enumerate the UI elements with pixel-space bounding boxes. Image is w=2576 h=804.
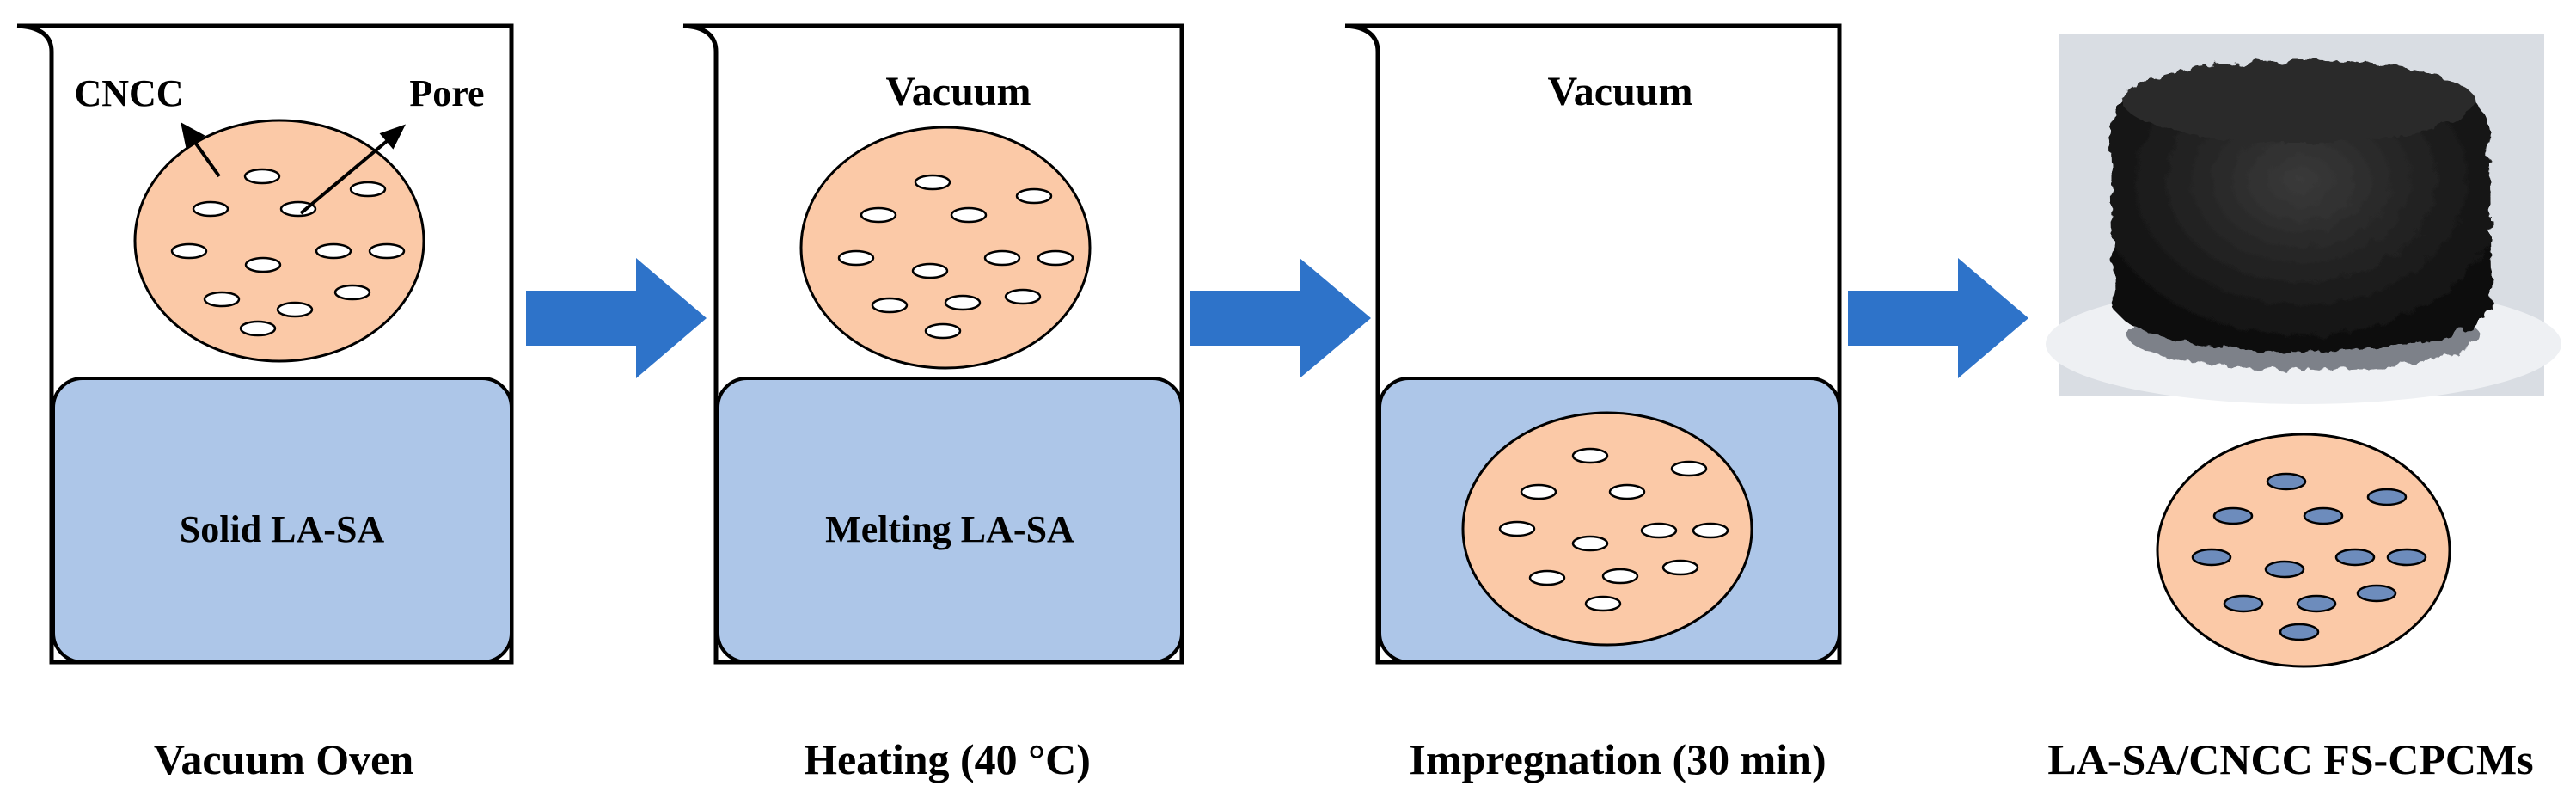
- pore: [871, 297, 909, 314]
- pore-group: [1498, 447, 1729, 612]
- pore: [239, 320, 277, 337]
- pore: [950, 206, 988, 224]
- pore: [1520, 483, 1557, 500]
- step-vacuum-oven: Solid LA-SA CNCC Pore Vacuum Oven: [16, 23, 514, 783]
- flow-arrow-1: [526, 258, 707, 378]
- pore: [1640, 522, 1678, 539]
- liquid-label: Melting LA-SA: [825, 508, 1074, 550]
- pore: [1608, 483, 1646, 500]
- filled-pore: [2223, 594, 2264, 613]
- pore: [279, 200, 317, 218]
- filled-pore: [2264, 560, 2305, 579]
- pore: [1661, 559, 1699, 576]
- liquid-block: [716, 377, 1184, 664]
- cncc-pointer: [190, 136, 221, 178]
- flow-arrow-3: [1848, 258, 2028, 378]
- cncc-pointer-head: [181, 122, 205, 150]
- sample-top: [2123, 60, 2475, 143]
- pore-group: [837, 174, 1074, 340]
- pore: [914, 174, 951, 191]
- pore: [837, 249, 875, 267]
- pore: [1670, 460, 1708, 477]
- pore: [243, 168, 281, 185]
- pore: [1571, 535, 1609, 552]
- pore: [1037, 249, 1074, 267]
- pore: [192, 200, 229, 218]
- sample-photo: [2046, 34, 2561, 404]
- pore-pointer: [299, 136, 393, 215]
- pore: [170, 242, 208, 260]
- filled-pore: [2191, 548, 2232, 567]
- filled-pore: [2366, 488, 2408, 506]
- pore: [1528, 569, 1566, 586]
- filled-pore: [2334, 548, 2376, 567]
- filled-pore: [2266, 472, 2307, 491]
- pore: [1015, 187, 1053, 205]
- filled-pore: [2212, 506, 2254, 525]
- step-product: LA-SA/CNCC FS-CPCMs: [2046, 34, 2561, 783]
- step-caption: Impregnation (30 min): [1409, 735, 1826, 783]
- cncc-label: CNCC: [74, 72, 183, 114]
- pore: [1498, 520, 1536, 537]
- step-impregnation: Vacuum Impregnation (30 min): [1344, 23, 1842, 783]
- filled-pore-group: [2191, 472, 2427, 641]
- pore: [315, 242, 352, 260]
- step-heating: Vacuum Melting LA-SA Heating (40 °C): [682, 23, 1184, 783]
- step-caption: Vacuum Oven: [154, 735, 414, 783]
- pore: [203, 291, 241, 308]
- filled-pore: [2356, 584, 2397, 603]
- pore: [333, 284, 371, 301]
- pore: [860, 206, 897, 224]
- pore: [1584, 595, 1622, 612]
- pore: [944, 294, 982, 311]
- pore: [1692, 522, 1729, 539]
- step-caption: Heating (40 °C): [804, 735, 1091, 783]
- sample-body: [2110, 65, 2493, 353]
- header-label: Vacuum: [1548, 69, 1693, 114]
- pore: [924, 322, 962, 340]
- pore: [1601, 568, 1639, 585]
- pore: [983, 249, 1021, 267]
- filled-pore: [2279, 623, 2320, 641]
- annotation-arrows: [181, 122, 406, 215]
- pore-group: [170, 168, 406, 337]
- liquid-label: Solid LA-SA: [180, 508, 385, 550]
- pore: [244, 256, 282, 273]
- flow-arrow-2: [1190, 258, 1371, 378]
- pore-pointer-head: [379, 124, 406, 150]
- liquid-block: [52, 377, 513, 664]
- pore: [368, 242, 406, 260]
- step-caption: LA-SA/CNCC FS-CPCMs: [2047, 735, 2533, 783]
- cncc-particle: [133, 119, 425, 363]
- pore-label: Pore: [409, 72, 484, 114]
- filled-pore: [2296, 594, 2337, 613]
- filled-pore: [2386, 548, 2427, 567]
- pore: [349, 181, 387, 198]
- filled-pore: [2303, 506, 2344, 525]
- header-label: Vacuum: [886, 69, 1031, 114]
- pore: [911, 262, 949, 279]
- pore: [1571, 447, 1609, 464]
- pore: [1004, 288, 1042, 305]
- pore: [276, 301, 314, 318]
